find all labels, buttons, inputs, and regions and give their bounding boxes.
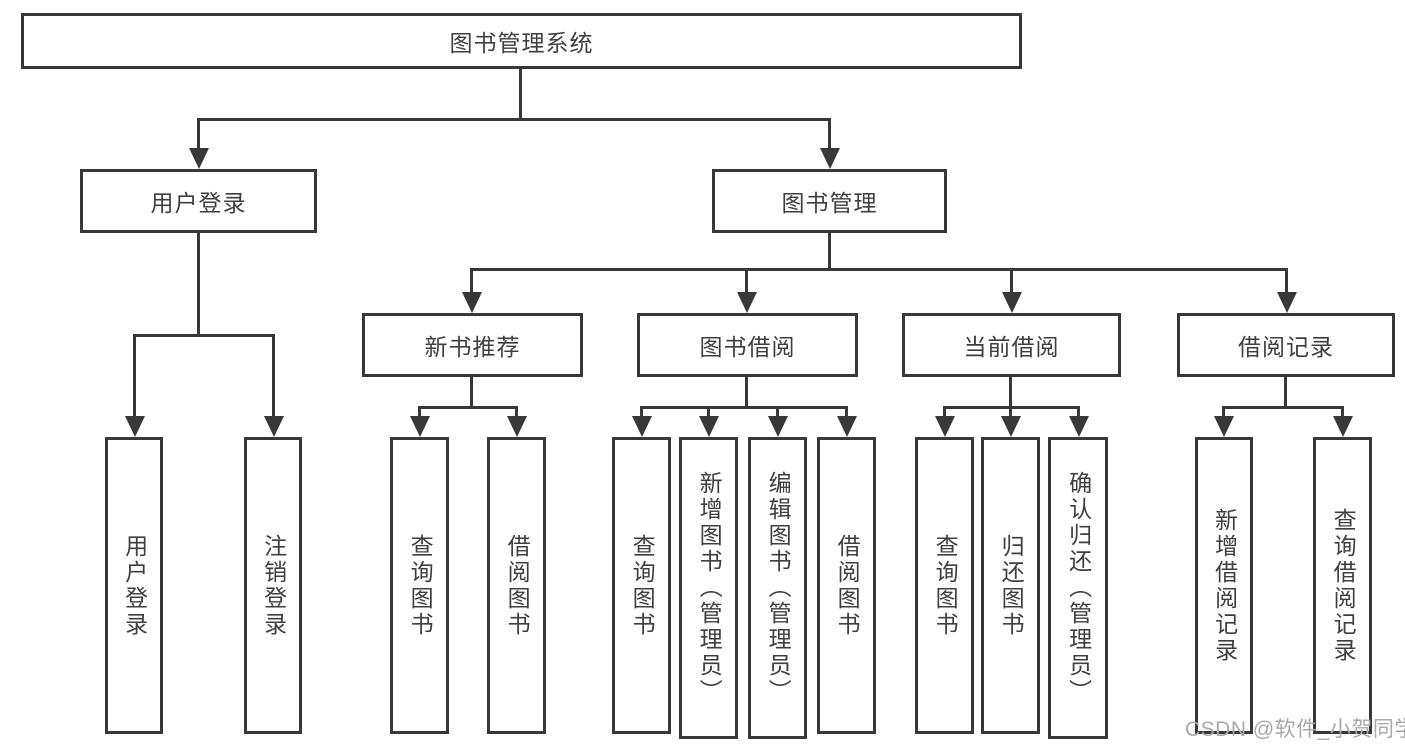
leaf-borrow-books: 借阅图书 (817, 437, 876, 734)
connector-line (745, 268, 748, 293)
arrow-down-icon (410, 416, 430, 437)
node-library-management-system: 图书管理系统 (21, 13, 1022, 69)
connector-line (1077, 406, 1080, 418)
leaf-query-books: 查询图书 (390, 437, 449, 734)
connector-line (515, 406, 518, 418)
connector-line (470, 268, 1287, 271)
connector-line (1222, 406, 1225, 418)
node-label: 查询图书 (407, 533, 434, 638)
node-label: 编辑图书（管理员） (765, 471, 792, 705)
connector-line (418, 406, 518, 409)
arrow-down-icon (1001, 416, 1021, 437)
connector-line (1285, 268, 1288, 293)
connector-line (133, 334, 136, 418)
connector-line (197, 118, 831, 121)
leaf-query-borrow-record: 查询借阅记录 (1313, 437, 1372, 734)
arrow-down-icon (935, 416, 955, 437)
leaf-logout: 注销登录 (244, 437, 302, 734)
node-label: 图书借阅 (699, 334, 796, 360)
connector-line (943, 406, 946, 418)
node-book-borrow: 图书借阅 (637, 313, 858, 377)
connector-line (418, 406, 421, 418)
connector-line (776, 406, 779, 418)
node-label: 查询图书 (629, 533, 656, 638)
node-label: 借阅图书 (834, 533, 861, 638)
leaf-query-books: 查询图书 (612, 437, 671, 734)
connector-line (1010, 268, 1013, 293)
node-book-management: 图书管理 (712, 169, 947, 233)
connector-line (1341, 406, 1344, 418)
connector-line (1284, 377, 1287, 409)
csdn-watermark: CSDN @软件_小贺同学 (1185, 718, 1405, 741)
arrow-down-icon (837, 416, 857, 437)
node-label: 借阅图书 (504, 533, 531, 638)
arrow-down-icon (1214, 416, 1234, 437)
arrow-down-icon (189, 148, 209, 169)
leaf-borrow-books: 借阅图书 (487, 437, 546, 734)
node-label: 新书推荐 (424, 334, 521, 360)
connector-line (1009, 377, 1012, 409)
arrow-down-icon (1069, 416, 1089, 437)
node-new-book-recommend: 新书推荐 (362, 313, 583, 377)
connector-line (197, 233, 200, 337)
leaf-add-borrow-record: 新增借阅记录 (1195, 437, 1253, 734)
arrow-down-icon (1002, 292, 1022, 313)
connector-line (828, 118, 831, 149)
arrow-down-icon (1333, 416, 1353, 437)
node-user-login: 用户登录 (80, 169, 317, 233)
connector-line (745, 377, 748, 409)
connector-line (519, 69, 522, 121)
leaf-confirm-return-admin: 确认归还（管理员） (1048, 437, 1108, 739)
node-label: 新增借阅记录 (1211, 507, 1238, 664)
connector-line (470, 268, 473, 293)
node-current-borrow: 当前借阅 (902, 313, 1121, 377)
arrow-down-icon (264, 416, 284, 437)
node-label: 用户登录 (150, 190, 247, 216)
arrow-down-icon (1277, 292, 1297, 313)
arrow-down-icon (632, 416, 652, 437)
connector-line (640, 406, 643, 418)
leaf-query-books: 查询图书 (915, 437, 974, 734)
node-label: 查询图书 (932, 533, 959, 638)
leaf-user-login: 用户登录 (105, 437, 163, 734)
arrow-down-icon (820, 148, 840, 169)
arrow-down-icon (507, 416, 527, 437)
node-label: 新增图书（管理员） (696, 471, 723, 705)
leaf-return-books: 归还图书 (981, 437, 1040, 734)
node-label: 图书管理系统 (449, 30, 594, 56)
arrow-down-icon (768, 416, 788, 437)
arrow-down-icon (737, 292, 757, 313)
connector-line (272, 334, 275, 418)
connector-line (828, 233, 831, 271)
arrow-down-icon (125, 416, 145, 437)
arrow-down-icon (699, 416, 719, 437)
connector-line (197, 118, 200, 149)
connector-line (707, 406, 710, 418)
connector-line (470, 377, 473, 409)
node-borrow-records: 借阅记录 (1177, 313, 1395, 377)
node-label: 确认归还（管理员） (1065, 471, 1092, 705)
node-label: 查询借阅记录 (1330, 507, 1357, 664)
connector-line (640, 406, 848, 409)
leaf-edit-books-admin: 编辑图书（管理员） (748, 437, 807, 739)
node-label: 归还图书 (998, 533, 1025, 638)
leaf-add-books-admin: 新增图书（管理员） (679, 437, 738, 739)
node-label: 当前借阅 (963, 334, 1060, 360)
arrow-down-icon (462, 292, 482, 313)
node-label: 用户登录 (121, 533, 148, 638)
node-label: 图书管理 (781, 190, 878, 216)
connector-line (1222, 406, 1344, 409)
node-label: 注销登录 (260, 533, 287, 638)
connector-line (1009, 406, 1012, 418)
node-label: 借阅记录 (1238, 334, 1334, 360)
connector-line (133, 334, 275, 337)
connector-line (845, 406, 848, 418)
